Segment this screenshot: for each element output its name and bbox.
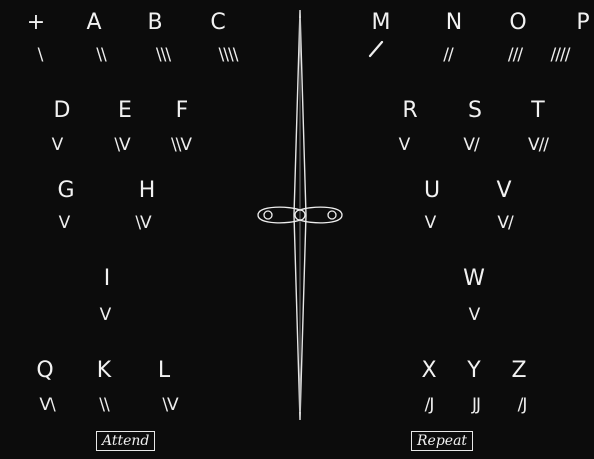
letter-Z: Z: [504, 360, 534, 382]
letter-F: F: [167, 100, 197, 122]
letter-L: L: [149, 360, 179, 382]
code-K: \\: [74, 396, 134, 414]
letter-X: X: [414, 360, 444, 382]
letter-V: V: [489, 180, 519, 202]
code-S: V/: [441, 136, 501, 154]
letter-N: N: [439, 12, 469, 34]
code-L: \V: [140, 396, 200, 414]
code-T: V//: [508, 136, 568, 154]
letter-W: W: [459, 268, 489, 290]
code-G: V: [34, 214, 94, 232]
letter-O: O: [503, 12, 533, 34]
code-Q: V\: [17, 396, 77, 414]
letter-D: D: [47, 100, 77, 122]
letter-R: R: [395, 100, 425, 122]
attend-label: Attend: [96, 431, 155, 451]
code-P: ////: [530, 46, 590, 64]
letter-A: A: [79, 12, 109, 34]
letter-U: U: [417, 180, 447, 202]
code-A: \\: [71, 46, 131, 64]
repeat-label: Repeat: [411, 431, 473, 451]
code-C: \\\\: [198, 46, 258, 64]
letter-Y: Y: [459, 360, 489, 382]
code-R: V: [374, 136, 434, 154]
code-U: V: [400, 214, 460, 232]
code-H: \V: [113, 214, 173, 232]
code-plus: \: [10, 46, 70, 64]
letter-H: H: [132, 180, 162, 202]
letter-G: G: [51, 180, 81, 202]
code-B: \\\: [133, 46, 193, 64]
letter-T: T: [523, 100, 553, 122]
letter-Q: Q: [30, 360, 60, 382]
code-E: \V: [92, 136, 152, 154]
code-F: \\V: [151, 136, 211, 154]
letter-P: P: [568, 12, 594, 34]
code-mark: [370, 42, 382, 56]
code-W: V: [444, 306, 504, 324]
code-I: V: [75, 306, 135, 324]
letter-K: K: [89, 360, 119, 382]
letter-M: M: [366, 12, 396, 34]
letter-C: C: [203, 12, 233, 34]
code-D: V: [27, 136, 87, 154]
letter-E: E: [110, 100, 140, 122]
letter-S: S: [460, 100, 490, 122]
letter-I: I: [92, 268, 122, 290]
letter-plus: +: [21, 12, 51, 34]
code-V: V/: [475, 214, 535, 232]
code-Z: /J: [492, 396, 552, 414]
code-N: //: [418, 46, 478, 64]
letter-B: B: [140, 12, 170, 34]
